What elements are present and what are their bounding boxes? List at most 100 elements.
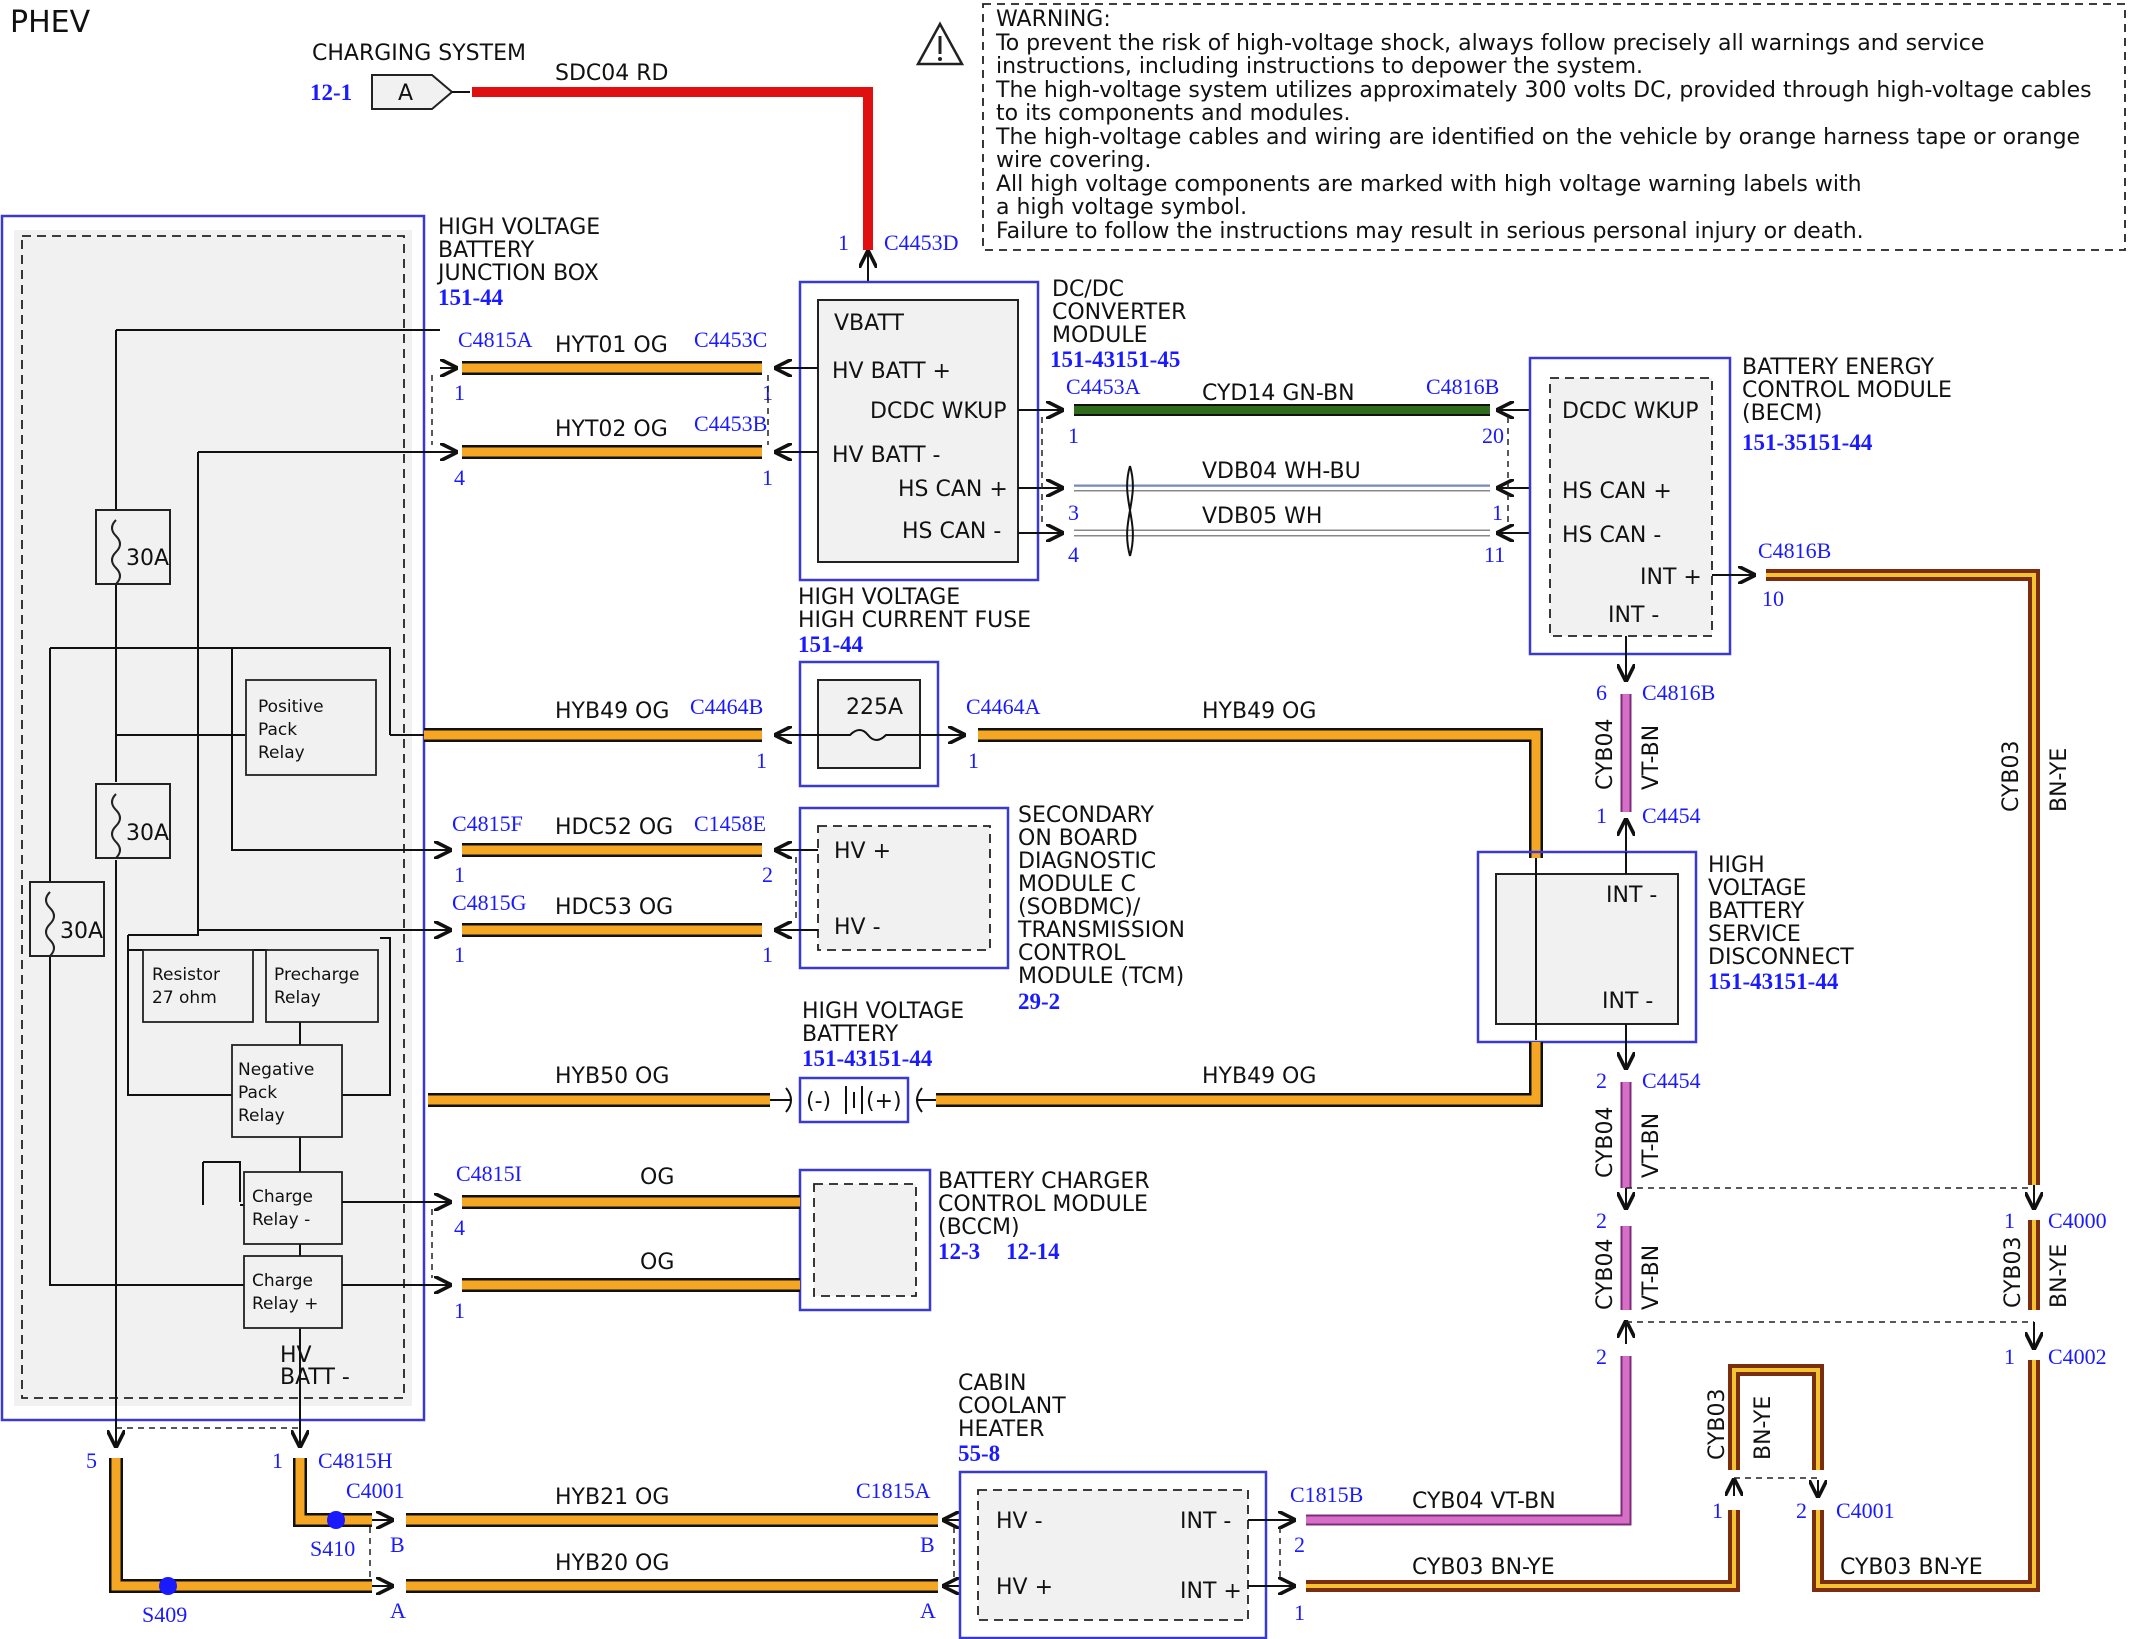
hvbatt-ref[interactable]: 151-43151-44 <box>802 1046 933 1071</box>
pin-name: INT + <box>1180 1579 1242 1604</box>
wire-cyb04-v1: 6 C4816B CYB04 VT-BN 1 C4454 <box>1593 636 1715 852</box>
bccm-ref[interactable]: 12-14 <box>1006 1239 1060 1264</box>
pin-label: 1 <box>762 380 773 405</box>
pin-name: HS CAN + <box>1562 479 1672 504</box>
pin-name: HV BATT - <box>832 443 940 468</box>
pin-label: 1 <box>454 380 465 405</box>
pin-label: 2 <box>1596 1068 1607 1093</box>
fuse-rating: 225A <box>846 695 903 720</box>
wire-cyb03-loop: CYB03 BN-YE 1 2 C4001 CYB03 BN-YE <box>1705 1360 2040 1592</box>
warning-line: Failure to follow the instructions may r… <box>996 219 1864 244</box>
pin-name: INT - <box>1602 989 1653 1014</box>
wire-label: HYB49 OG <box>1202 1064 1316 1089</box>
connector-label: C4454 <box>1642 803 1701 828</box>
sobdmc-ref[interactable]: 29-2 <box>1018 989 1060 1014</box>
pin-label: 5 <box>86 1448 97 1473</box>
connector-label: C1458E <box>694 811 766 836</box>
fuse-icon: 30A <box>29 881 105 957</box>
wire-label: CYB04 VT-BN <box>1412 1489 1556 1514</box>
pin-label: 2 <box>1596 1208 1607 1233</box>
wire-hdc53: C4815G HDC53 OG 1 1 <box>198 857 818 967</box>
fuse-icon: 30A <box>95 509 171 585</box>
pin-label: 1 <box>838 230 849 255</box>
pin-label: 2 <box>1796 1498 1807 1523</box>
wire-label: BN-YE <box>2047 748 2072 812</box>
dcdc-ref[interactable]: 151-43151-45 <box>1050 347 1180 372</box>
warning-icon <box>915 21 965 66</box>
wire-label: HYB21 OG <box>555 1485 669 1510</box>
hv-batt-minus-label: BATT - <box>280 1365 350 1390</box>
pin-label: B <box>920 1532 935 1557</box>
connector-label: C4454 <box>1642 1068 1701 1093</box>
bccm-ref[interactable]: 12-3 <box>938 1239 980 1264</box>
connector-label: C4453A <box>1066 374 1141 399</box>
wire-label: OG <box>640 1250 674 1275</box>
cch-ref[interactable]: 55-8 <box>958 1441 1000 1466</box>
module-name: DIAGNOSTIC <box>1018 849 1156 874</box>
hvbsd-ref[interactable]: 151-43151-44 <box>1708 969 1839 994</box>
wire-label: OG <box>640 1165 674 1190</box>
connector-label: C4815I <box>456 1161 522 1186</box>
pin-label: 4 <box>1068 542 1079 567</box>
pin-label: 10 <box>1762 586 1784 611</box>
pin-name: HS CAN + <box>898 477 1008 502</box>
hvbjb-internal-wiring <box>49 329 440 1430</box>
pin-label: 1 <box>2004 1344 2015 1369</box>
wire-label: CYB03 BN-YE <box>1412 1555 1555 1580</box>
resistor: Resistor 27 ohm <box>142 949 254 1023</box>
wire-cyb03-right: C4816B 10 CYB03 BN-YE <box>1712 538 2072 1185</box>
hv-batt-minus-label: HV <box>280 1343 312 1368</box>
module-name: COOLANT <box>958 1394 1066 1419</box>
wire-label: HYB49 OG <box>1202 699 1316 724</box>
battery-terminal: (+) <box>866 1089 902 1114</box>
module-name: BATTERY <box>802 1022 899 1047</box>
warning-line: to its components and modules. <box>996 101 1350 126</box>
pin-name: VBATT <box>834 311 905 336</box>
pin-name: DCDC WKUP <box>870 399 1007 424</box>
wire-sdc04 <box>472 87 873 250</box>
splice-s410 <box>327 1511 345 1529</box>
pin-label: 1 <box>1492 500 1503 525</box>
wire-label: HYT02 OG <box>555 417 668 442</box>
module-name: VOLTAGE <box>1708 876 1807 901</box>
pin-label: 1 <box>454 862 465 887</box>
hvhcf-ref[interactable]: 151-44 <box>798 632 864 657</box>
becm-ref[interactable]: 151-35151-44 <box>1742 430 1873 455</box>
page-title: PHEV <box>10 5 91 40</box>
wire-label: CYB04 <box>1593 719 1618 791</box>
module-name: CONVERTER <box>1052 300 1186 325</box>
wire-label: CYB03 BN-YE <box>1840 1555 1983 1580</box>
module-name: BATTERY ENERGY <box>1742 355 1935 380</box>
wire-label: VDB04 WH-BU <box>1202 459 1361 484</box>
pin-label: 3 <box>1068 500 1079 525</box>
pin-label: 1 <box>968 748 979 773</box>
wire-cyb03-heater: CYB03 BN-YE 1 <box>1248 1510 1740 1625</box>
connector-label: C1815B <box>1290 1482 1363 1507</box>
hvbjb-ref[interactable]: 151-44 <box>438 285 504 310</box>
relay-label: Positive <box>258 697 324 717</box>
connector-label: C4001 <box>346 1478 405 1503</box>
charging-pin: A <box>398 81 413 106</box>
wire-label: CYB03 <box>1705 1389 1730 1461</box>
wire-label: BN-YE <box>1751 1396 1776 1460</box>
pin-name: INT - <box>1606 883 1657 908</box>
wire-label: BN-YE <box>2047 1244 2072 1308</box>
connector-label: C4453B <box>694 411 767 436</box>
module-name: MODULE C <box>1018 872 1136 897</box>
splice-label: S410 <box>310 1536 355 1561</box>
wire-hyb21: C4001 HYB21 OG C1815A B B <box>346 1478 960 1557</box>
warning-heading: WARNING: <box>996 7 1111 32</box>
charging-system: CHARGING SYSTEM 12-1 A SDC04 RD 1 C4453D <box>310 41 959 282</box>
wire-hyt02: HYT02 OG C4453B 4 1 <box>431 375 818 490</box>
charging-system-ref[interactable]: 12-1 <box>310 80 352 105</box>
fuse-rating: 30A <box>126 821 169 846</box>
pin-name: HV + <box>834 839 891 864</box>
connector-label: C4000 <box>2048 1208 2107 1233</box>
connector-label: C1815A <box>856 1478 931 1503</box>
pin-name: HS CAN - <box>1562 523 1661 548</box>
pin-label: 1 <box>2004 1208 2015 1233</box>
wire-label: VT-BN <box>1639 725 1664 790</box>
pin-label: 2 <box>1596 1344 1607 1369</box>
wire-hyb49c: HYB49 OG <box>918 1042 1543 1107</box>
twist-symbol <box>1126 465 1134 557</box>
